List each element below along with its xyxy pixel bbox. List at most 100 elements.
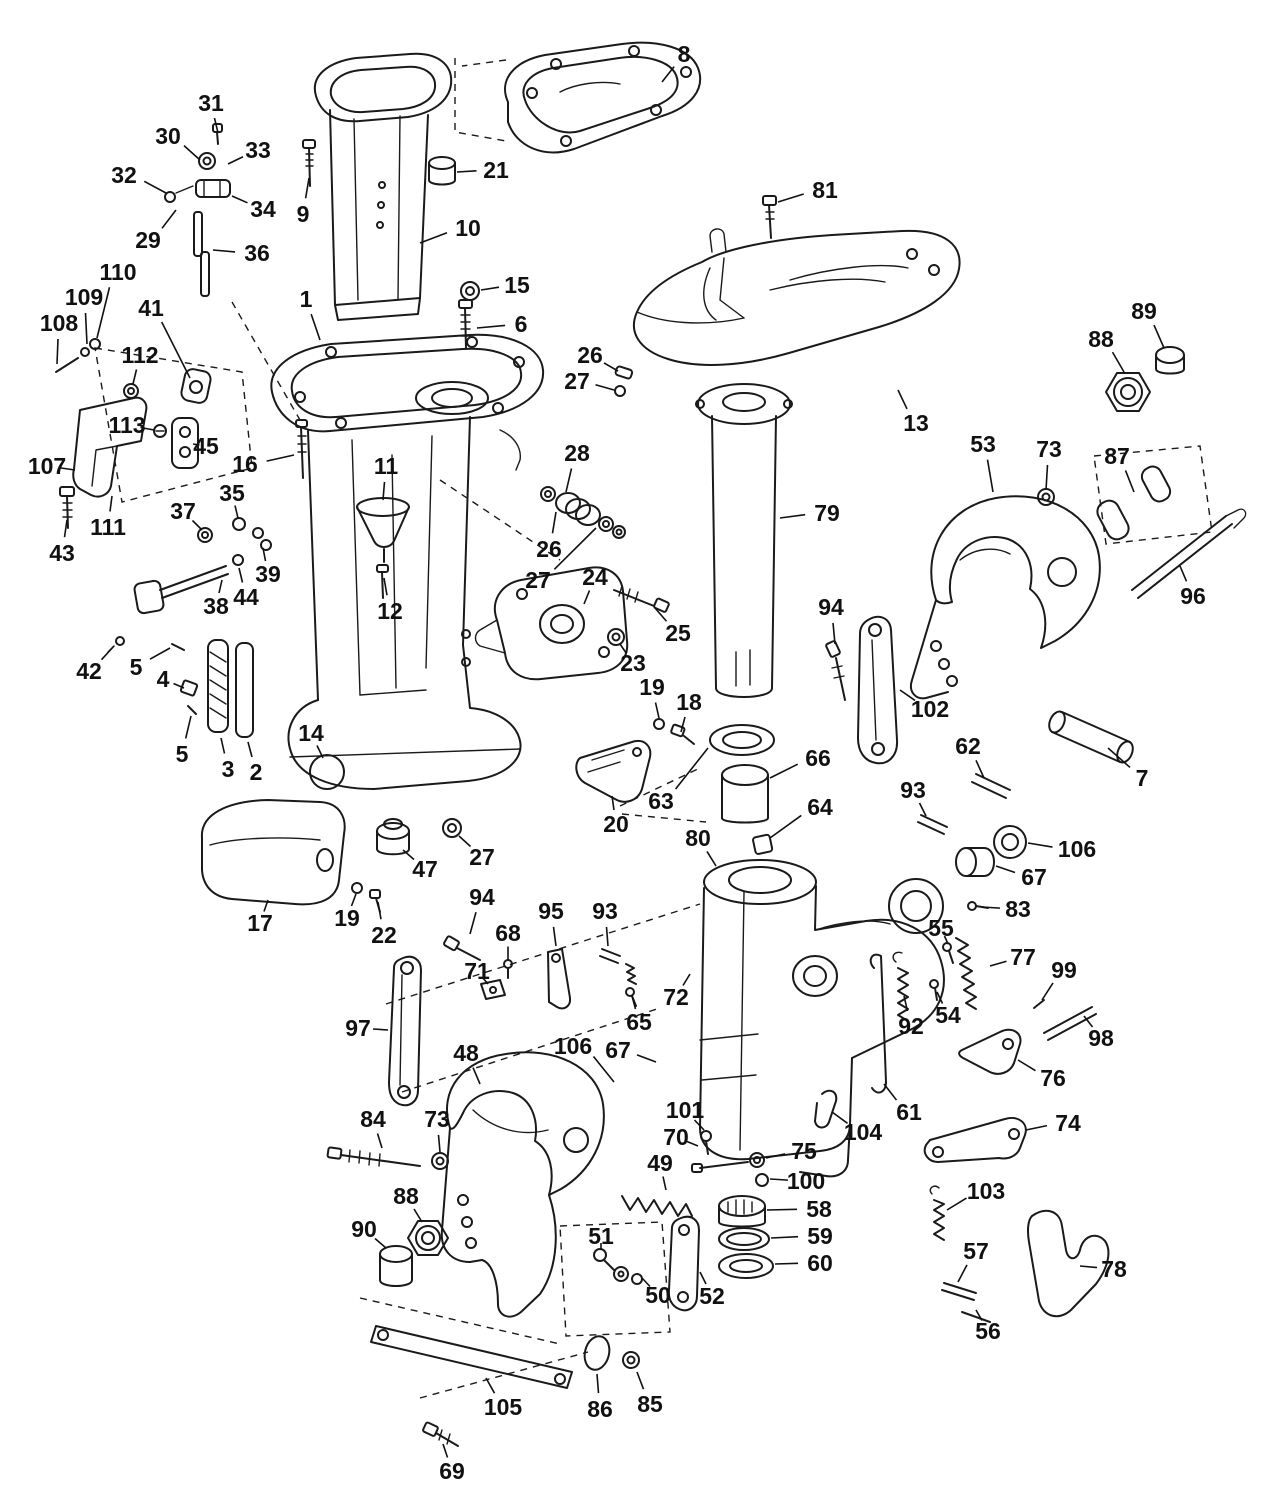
part-callout-61: 61 [896,1099,922,1125]
part-callout-14: 14 [298,720,324,746]
part-callout-86: 86 [587,1396,613,1422]
callout-leader [469,912,477,935]
part-link-74 [923,1117,1027,1163]
callout-leader [897,389,908,410]
callout-leader [769,1178,789,1181]
callout-leader [631,995,637,1010]
part-callout-67: 67 [1021,864,1047,890]
callout-leader [774,1262,799,1265]
part-mount-bracket-24 [474,566,629,681]
part-screw-19-18 [653,718,695,745]
callout-leader [419,232,448,244]
part-callout-26: 26 [577,342,603,368]
part-callout-76: 76 [1040,1065,1066,1091]
part-callout-73: 73 [1036,436,1062,462]
callout-leader [957,1264,968,1283]
callout-leader [372,1028,389,1031]
part-callout-94: 94 [469,884,495,910]
part-callout-83: 83 [1005,896,1031,922]
part-bolt-94b [443,935,481,961]
part-exhaust-housing [270,333,545,790]
callout-leader [975,1309,983,1321]
part-callout-87: 87 [1104,443,1130,469]
part-screws-50-51 [593,1248,643,1285]
callout-leader [191,519,203,531]
callout-leader [1153,324,1165,349]
callout-leader [266,454,295,462]
part-spring-49 [621,1195,693,1217]
part-plug-85 [622,1351,640,1369]
callout-leader [596,1373,600,1394]
callout-leader [84,312,88,345]
callout-leader [376,1133,383,1149]
part-oring-59 [718,1227,770,1251]
callout-leader [304,177,310,199]
part-callout-77: 77 [1010,944,1036,970]
part-callout-42: 42 [76,658,102,684]
callout-leader [986,459,994,493]
part-hook-rod-61 [869,953,887,1094]
part-tilt-bracket-cluster [55,338,212,529]
callout-leader [769,763,799,779]
callout-leader [1079,1265,1098,1269]
callout-leader [995,865,1016,874]
part-callout-78: 78 [1101,1256,1127,1282]
part-callout-88: 88 [1088,326,1114,352]
callout-leader [777,193,804,203]
part-nut-73b [431,1152,449,1170]
part-motor-mount-11 [356,497,410,563]
part-anode-86 [583,1335,611,1371]
diagram-parts [55,41,1247,1447]
part-bolt-81 [762,195,777,239]
part-callout-66: 66 [805,745,831,771]
part-bolt-84 [326,1146,421,1167]
callout-leader [699,1271,707,1285]
callout-leader [1017,1059,1036,1072]
callout-leader [619,643,628,654]
part-callout-5: 5 [130,654,143,680]
part-link-102 [857,615,899,765]
callout-leader [769,814,802,839]
part-callout-51: 51 [588,1223,614,1249]
callout-leader [662,1176,667,1191]
callout-leader [661,66,675,83]
part-swivel-tube-79 [695,383,793,698]
part-callout-94: 94 [818,594,844,620]
part-callout-74: 74 [1055,1110,1081,1136]
part-callout-70: 70 [663,1124,689,1150]
callout-leader [149,647,171,660]
part-washer-106 [993,825,1027,859]
part-callout-4: 4 [157,666,170,692]
callout-leader [1179,565,1188,582]
callout-leader [682,973,691,986]
part-spring-77 [955,937,977,1010]
part-callout-37: 37 [170,498,196,524]
part-link-76 [958,1028,1022,1075]
callout-leader [603,362,619,372]
callout-leader [192,443,200,446]
part-callout-106: 106 [554,1033,592,1059]
callout-leader [184,715,192,739]
part-callout-100: 100 [787,1168,825,1194]
part-callout-57: 57 [963,1238,989,1264]
part-screw-55 [942,942,954,964]
callout-leader [611,795,615,811]
part-nut-88b [407,1220,449,1256]
callout-leader [56,338,59,365]
callout-leader [686,1140,699,1147]
part-callout-53: 53 [970,431,996,457]
part-pin-93 [917,814,948,835]
part-callout-17: 17 [247,910,273,936]
callout-leader [1025,1124,1048,1131]
part-callout-35: 35 [219,480,245,506]
part-cap-90 [379,1245,413,1287]
callout-leader [595,384,615,391]
part-callout-15: 15 [504,272,530,298]
part-callout-43: 43 [49,540,75,566]
part-callout-95: 95 [538,898,564,924]
callout-leader [183,145,201,161]
part-pin-57 [941,1282,977,1301]
callout-leader [636,1371,645,1390]
part-callout-68: 68 [495,920,521,946]
part-callout-18: 18 [676,689,702,715]
